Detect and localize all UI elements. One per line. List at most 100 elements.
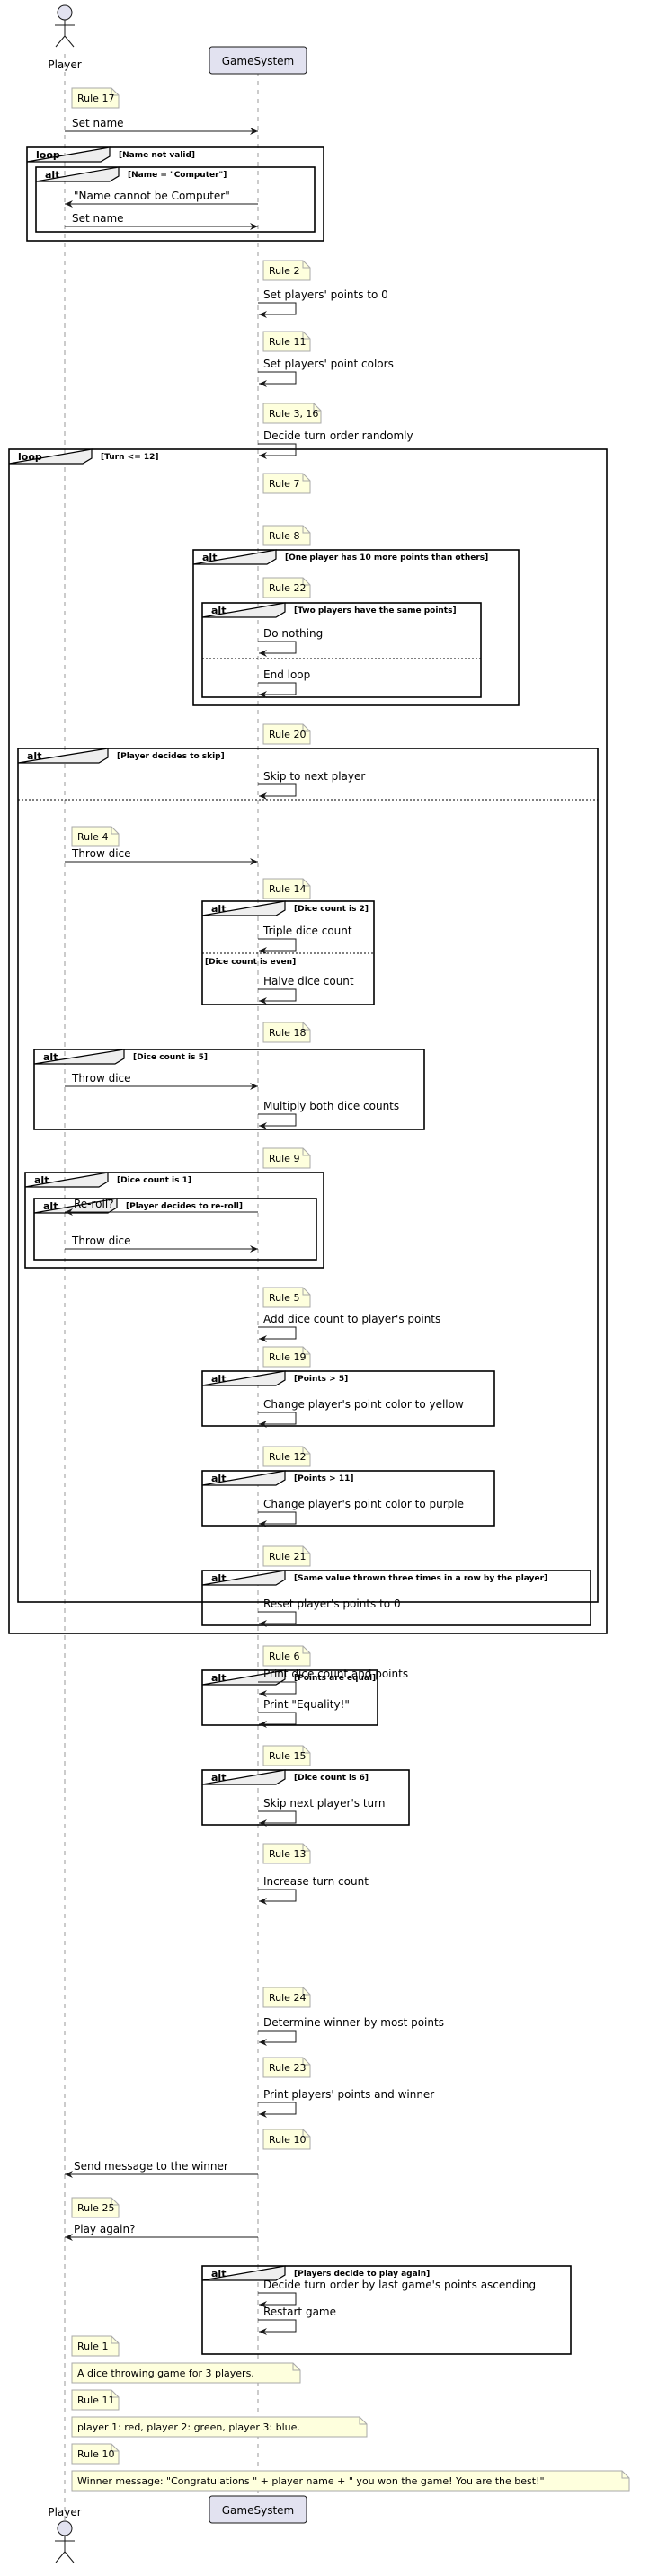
note-text: Rule 8 [269,530,299,542]
message-label: Set players' point colors [263,358,394,370]
frame-guard-label: [Points are equal] [294,1674,376,1683]
frame-kind-label: alt [45,169,59,181]
frame-alt-1: alt [Name = "Computer"] [35,166,316,233]
frame-alt-6: alt[Dice count is 2] [201,900,375,1005]
note: Rule 11 [262,331,311,352]
note: player 1: red, player 2: green, player 3… [71,2416,368,2438]
note: Rule 7 [262,473,311,494]
note-text: Rule 3, 16 [269,408,318,420]
note-text: Rule 10 [77,2448,114,2460]
note: Rule 8 [262,525,311,546]
note-text: Rule 9 [269,1153,299,1164]
note-text: Rule 11 [269,336,306,348]
message-label: Set players' points to 0 [263,288,388,301]
note-text: Rule 7 [269,478,299,490]
frame-kind-label: alt [211,1373,226,1385]
frame-alt-8: alt [Dice count is 1] [24,1172,324,1269]
note-text: Rule 6 [269,1651,299,1662]
frame-alt-3: alt[One player has 10 more points than o… [192,549,520,706]
message-label: Print "Equality!" [263,1698,350,1711]
note: Rule 25 [71,2197,120,2218]
frame-guard-label: [Dice count is 1] [117,1176,191,1185]
message-label: Change player's point color to purple [263,1498,464,1510]
message: Play again? [65,2223,258,2241]
frame-guard-label: [Two players have the same points] [294,606,457,615]
note-text: Rule 5 [269,1292,299,1304]
note-text: Rule 10 [269,2134,306,2146]
note: Rule 19 [262,1346,311,1368]
message: Print dice count and points [258,1668,408,1697]
message: Add dice count to player's points [258,1313,440,1342]
message: Halve dice count [258,975,354,1005]
frame-guard-label: [Name not valid] [119,151,195,160]
frame-kind-label: alt [27,750,41,762]
note-text: Rule 14 [269,883,306,895]
note-text: Winner message: "Congratulations " + pla… [77,2475,545,2487]
message-label: Skip next player's turn [263,1797,385,1810]
note: A dice throwing game for 3 players. [71,2362,301,2384]
note-text: Rule 22 [269,582,306,594]
message: Decide turn order randomly [258,429,413,459]
note-text: Rule 25 [77,2202,114,2214]
frames-layer: loop [Name not valid] alt [Name = "Computer… [8,146,608,2355]
message: Set name [65,117,258,135]
frame-kind-label: loop [18,451,42,463]
message-label: Decide turn order randomly [263,429,413,442]
note: Rule 5 [262,1287,311,1308]
message-label: Reset player's points to 0 [263,1598,401,1610]
frame-kind-label: alt [211,903,226,915]
frame-kind-label: alt [211,1572,226,1584]
frame-kind-label: alt [211,1473,226,1484]
note-text: Rule 15 [269,1750,306,1762]
note-text: Rule 19 [269,1351,306,1363]
note-text: Rule 21 [269,1551,306,1562]
message-label: Triple dice count [262,925,352,937]
note: Rule 18 [262,1022,311,1043]
message: Throw dice [65,1235,258,1253]
message: Do nothing [258,627,323,657]
message-label: Add dice count to player's points [263,1313,440,1325]
message: Decide turn order by last game's points … [258,2279,536,2308]
note-text: Rule 12 [269,1451,306,1463]
note-text: Rule 13 [269,1848,306,1860]
note: Rule 15 [262,1745,311,1766]
system-label-top: GameSystem [222,55,294,67]
frame-alt-13: alt[Points are equal] [201,1669,378,1726]
note: Rule 14 [262,878,311,899]
frame-alt-10: alt[Points > 5] [201,1370,495,1427]
frame-alt-11: alt [Points > 11] [201,1470,495,1527]
message: Skip to next player [258,770,365,800]
message-label: Restart game [263,2306,336,2318]
message: Set name [65,212,258,230]
message-label: Re-roll? [74,1198,114,1210]
message-label: Decide turn order by last game's points … [263,2279,536,2291]
message: Determine winner by most points [258,2016,444,2046]
message: Print "Equality!" [258,1698,350,1728]
note: Rule 6 [262,1645,311,1667]
message: Throw dice [65,1072,258,1090]
message: End loop [258,668,310,698]
frame-guard-label: [Dice count is 5] [133,1053,208,1062]
player-actor-top: Player [48,4,82,71]
note: Rule 9 [262,1147,311,1169]
frame-kind-label: alt [43,1200,58,1212]
frame-alt-4: alt [Two players have the same points] [201,602,482,698]
frame-guard-label: [Player decides to re-roll] [126,1202,243,1211]
frame-guard-label: [Points > 11] [294,1474,354,1483]
message: Change player's point color to yellow [258,1398,464,1428]
message: Skip next player's turn [258,1797,385,1827]
message: "Name cannot be Computer" [65,190,258,208]
system-participant-bottom: GameSystem [209,2495,307,2524]
message-label: Increase turn count [263,1875,369,1888]
note-text: Rule 4 [77,831,108,843]
system-label-bottom: GameSystem [222,2504,294,2517]
frame-guard-label: [Player decides to skip] [117,752,225,761]
note: Rule 22 [262,577,311,598]
frame-guard-label: [Name = "Computer"] [128,171,227,180]
note-text: Rule 23 [269,2062,306,2074]
message-label: Set name [72,212,124,225]
frame-kind-label: alt [211,605,226,616]
note-text: A dice throwing game for 3 players. [77,2368,254,2379]
note: Rule 1 [71,2335,120,2357]
